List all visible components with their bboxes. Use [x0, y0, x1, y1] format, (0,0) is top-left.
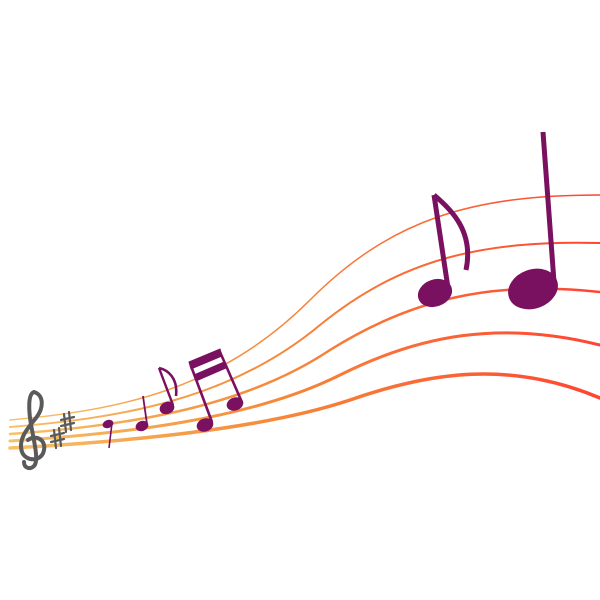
staff-line-4	[8, 331, 600, 443]
quarter-note-icon	[102, 419, 114, 449]
sharp-icon	[49, 426, 66, 450]
key-signature	[49, 410, 76, 450]
staff-line-2	[9, 241, 600, 428]
beamed-eighth-notes-icon	[188, 348, 244, 432]
quarter-note-icon	[508, 131, 558, 310]
eighth-note-icon	[157, 366, 178, 415]
staff	[8, 194, 600, 450]
quarter-note-icon	[135, 395, 149, 432]
staff-line-1	[9, 194, 600, 421]
eighth-note-icon	[417, 193, 471, 308]
sharp-icon	[59, 410, 76, 434]
staff-line-5	[8, 372, 600, 450]
treble-clef-icon	[19, 390, 47, 471]
